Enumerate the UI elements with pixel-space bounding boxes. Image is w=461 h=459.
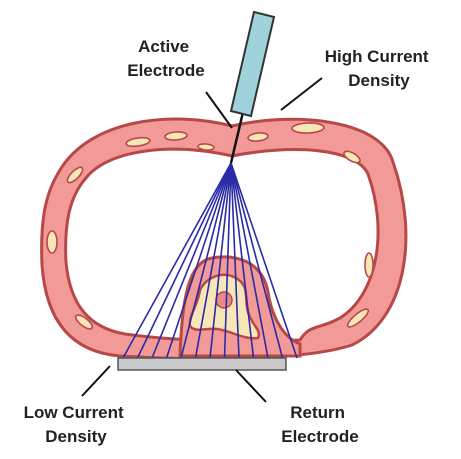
label-low-current-density-line2: Density xyxy=(45,427,107,446)
fat-lobule xyxy=(365,253,373,277)
label-high-current-density-line2: Density xyxy=(348,71,410,90)
fat-lobule xyxy=(198,143,214,150)
leader-return-electrode xyxy=(236,370,266,402)
label-return-electrode-line1: Return xyxy=(290,403,345,422)
label-high-current-density: High Current Density xyxy=(325,47,434,90)
return-electrode-plate xyxy=(118,358,286,370)
label-return-electrode-line2: Electrode xyxy=(281,427,358,446)
fat-lobule xyxy=(47,231,57,253)
active-electrode-tip xyxy=(231,12,274,116)
label-active-electrode-line1: Active xyxy=(138,37,189,56)
fat-lobule xyxy=(292,122,324,133)
label-return-electrode: Return Electrode xyxy=(281,403,358,446)
label-active-electrode-line2: Electrode xyxy=(127,61,204,80)
leader-low-current-density xyxy=(82,366,110,396)
label-active-electrode: Active Electrode xyxy=(127,37,204,80)
label-high-current-density-line1: High Current xyxy=(325,47,429,66)
central-nucleus xyxy=(216,292,232,308)
label-low-current-density: Low Current Density xyxy=(24,403,129,446)
leader-high-current-density xyxy=(281,78,322,110)
label-low-current-density-line1: Low Current xyxy=(24,403,124,422)
